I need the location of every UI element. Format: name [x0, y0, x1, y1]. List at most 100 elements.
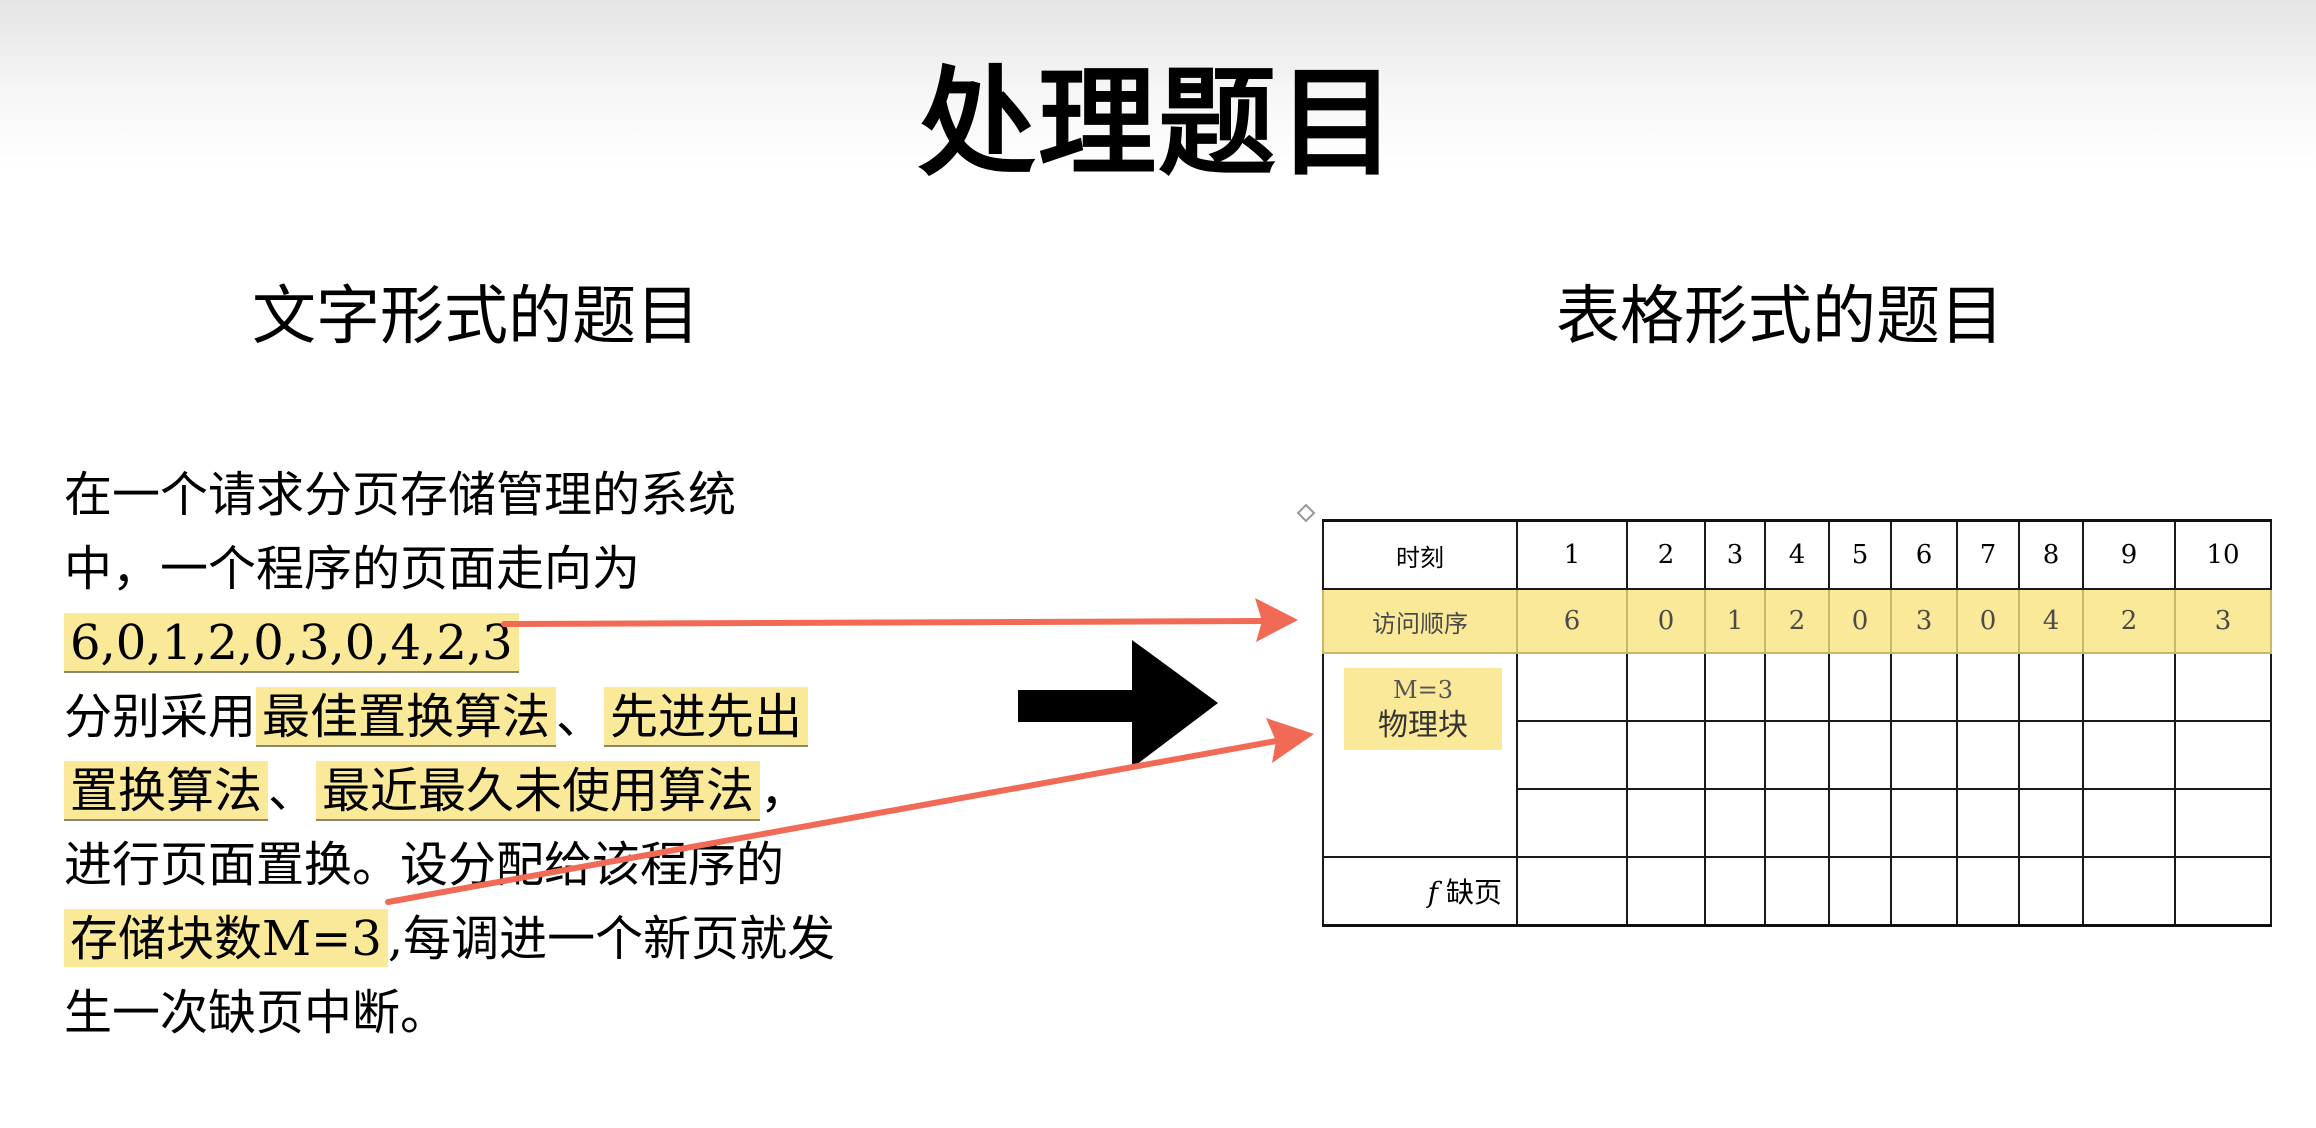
time-cell: 1 [1516, 519, 1628, 590]
problem-line-6: 进行页面置换。设分配给该程序的 [64, 828, 924, 902]
fault-cell [1956, 856, 2020, 927]
sequence-cell: 3 [1890, 588, 1958, 654]
block-cell [1626, 652, 1706, 722]
sequence-cell: 0 [1956, 588, 2020, 654]
algo-fifo-highlight-part2: 置换算法 [64, 761, 269, 821]
problem-line-5: 置换算法、最近最久未使用算法， [64, 754, 924, 828]
time-label-cell: 时刻 [1322, 519, 1518, 590]
block-cell [2082, 720, 2176, 790]
fault-symbol: f [1427, 876, 1438, 909]
fault-cell [2174, 856, 2272, 927]
problem-line-3: 6,0,1,2,0,3,0,4,2,3 [64, 606, 924, 680]
problem-line-4-prefix: 分别采用 [64, 689, 257, 745]
problem-line-2-text: 中，一个程序的页面走向为 [64, 541, 641, 597]
fault-cell [2082, 856, 2176, 927]
block-cell [1764, 788, 1830, 858]
block-cell [2018, 720, 2084, 790]
sequence-cell: 0 [1626, 588, 1706, 654]
page-sequence-highlight: 6,0,1,2,0,3,0,4,2,3 [64, 613, 519, 673]
time-cell: 7 [1956, 519, 2020, 590]
sequence-label-cell: 访问顺序 [1322, 588, 1518, 654]
block-cell [1764, 652, 1830, 722]
fault-cell [1704, 856, 1766, 927]
block-cell [1626, 788, 1706, 858]
fault-cell [2018, 856, 2084, 927]
algo-lru-highlight: 最近最久未使用算法 [316, 761, 761, 821]
block-cell [2174, 652, 2272, 722]
problem-text: 在一个请求分页存储管理的系统 中，一个程序的页面走向为 6,0,1,2,0,3,… [64, 458, 924, 1050]
time-cell: 8 [2018, 519, 2084, 590]
text-form-heading: 文字形式的题目 [252, 280, 700, 354]
fault-cell [1626, 856, 1706, 927]
table-move-handle-icon [1296, 503, 1316, 523]
block-cell [1956, 652, 2020, 722]
sequence-cell: 0 [1828, 588, 1892, 654]
block-cell [2174, 720, 2272, 790]
block-cell [1516, 720, 1628, 790]
sequence-cell: 3 [2174, 588, 2272, 654]
problem-line-7-suffix: ,每调进一个新页就发 [387, 911, 836, 967]
page-replacement-table: 时刻 1 2 3 4 5 6 7 8 9 10 访问顺序 6 0 1 2 0 3… [1322, 519, 2272, 927]
block-cell [2018, 652, 2084, 722]
m-value-label: M=3 [1393, 676, 1453, 704]
problem-line-1: 在一个请求分页存储管理的系统 [64, 458, 924, 532]
time-cell: 9 [2082, 519, 2176, 590]
separator: 、 [556, 689, 605, 745]
fault-label: 缺页 [1445, 876, 1502, 909]
page-title: 处理题目 [917, 54, 1398, 192]
problem-line-7: 存储块数M=3,每调进一个新页就发 [64, 902, 924, 976]
block-cell [1764, 720, 1830, 790]
sequence-cell: 1 [1704, 588, 1766, 654]
time-cell: 4 [1764, 519, 1830, 590]
physical-block-highlight: M=3 物理块 [1344, 668, 1502, 750]
problem-line-8: 生一次缺页中断。 [64, 976, 924, 1050]
access-sequence-row: 访问顺序 6 0 1 2 0 3 0 4 2 3 [1322, 588, 2272, 654]
block-row-3 [1323, 788, 2272, 858]
block-cell [2082, 788, 2176, 858]
block-cell [2174, 788, 2272, 858]
sequence-cell: 2 [1764, 588, 1830, 654]
block-cell [1516, 652, 1628, 722]
time-cell: 6 [1890, 519, 1958, 590]
fault-cell [1516, 856, 1628, 927]
block-cell [1704, 788, 1766, 858]
physical-block-label-cell: M=3 物理块 [1322, 652, 1518, 858]
problem-line-1-text: 在一个请求分页存储管理的系统 [64, 467, 737, 523]
time-cell: 10 [2174, 519, 2272, 590]
time-cell: 5 [1828, 519, 1892, 590]
block-cell [1890, 720, 1958, 790]
physical-block-label: 物理块 [1378, 708, 1468, 743]
fault-cell [1828, 856, 1892, 927]
fault-cell [1764, 856, 1830, 927]
block-cell [1704, 720, 1766, 790]
block-row-2 [1323, 720, 2272, 790]
block-cell [1626, 720, 1706, 790]
algo-optimal-highlight: 最佳置换算法 [256, 687, 557, 747]
block-count-highlight: 存储块数M=3 [64, 909, 388, 967]
separator: 、 [268, 763, 317, 819]
time-cell: 2 [1626, 519, 1706, 590]
block-cell [1704, 652, 1766, 722]
block-cell [1956, 720, 2020, 790]
problem-line-8-text: 生一次缺页中断。 [64, 985, 449, 1041]
block-cell [1890, 788, 1958, 858]
block-cell [1828, 652, 1892, 722]
block-cell [2018, 788, 2084, 858]
block-cell [1516, 788, 1628, 858]
block-cell [2082, 652, 2176, 722]
algo-fifo-highlight-part1: 先进先出 [604, 687, 809, 747]
problem-line-2: 中，一个程序的页面走向为 [64, 532, 924, 606]
problem-line-4: 分别采用最佳置换算法、先进先出 [64, 680, 924, 754]
sequence-cell: 2 [2082, 588, 2176, 654]
sequence-cell: 6 [1516, 588, 1628, 654]
sequence-cell: 4 [2018, 588, 2084, 654]
time-cell: 3 [1704, 519, 1766, 590]
block-cell [1890, 652, 1958, 722]
problem-line-6-text: 进行页面置换。设分配给该程序的 [64, 837, 785, 893]
block-row-1: M=3 物理块 [1322, 652, 2272, 858]
block-cell [1828, 720, 1892, 790]
block-cell [1828, 788, 1892, 858]
block-cell [1956, 788, 2020, 858]
